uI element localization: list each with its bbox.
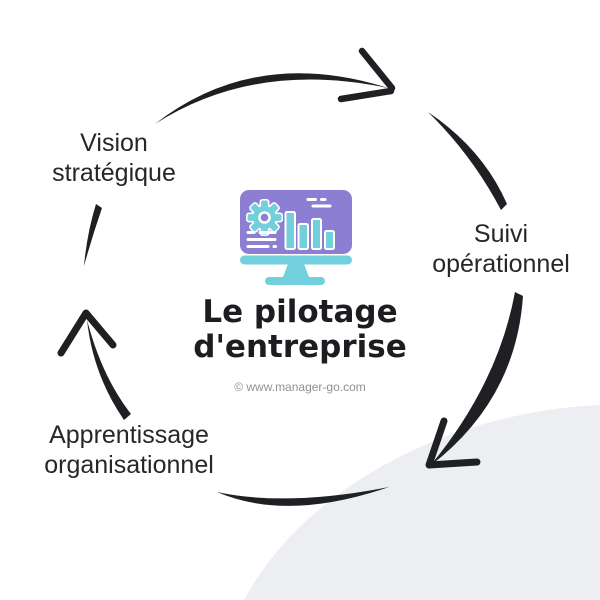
cycle-arc-bottom (217, 487, 389, 506)
credit-text: © www.manager-go.com (234, 380, 366, 394)
bar-chart-icon (284, 211, 335, 250)
screen-text-lines (246, 231, 277, 248)
cycle-arc-left (87, 320, 131, 420)
gear-icon (246, 199, 283, 236)
node-label-line: Suivi (473, 220, 529, 248)
arrowhead-up-icon (57, 309, 117, 357)
node-label-apprentissage-organisationnel: Apprentissage organisationnel (44, 420, 214, 480)
dashboard-monitor-icon (240, 190, 352, 285)
arrowhead-top-right-icon (337, 47, 396, 103)
diagram-title-line: Le pilotage (202, 294, 398, 330)
node-label-line: organisationnel (44, 451, 214, 479)
cycle-arc-right-lower (430, 292, 523, 466)
node-label-line: Vision (80, 129, 148, 157)
node-label-line: Apprentissage (49, 421, 209, 449)
cycle-arc-top (155, 73, 388, 124)
cycle-arrows (57, 47, 523, 506)
node-label-vision-strategique: Vision stratégique (52, 128, 176, 188)
node-label-line: stratégique (52, 159, 176, 187)
arrowhead-bottom-icon (425, 417, 481, 469)
monitor-stand-base (265, 277, 325, 285)
screen-dash-marks (306, 198, 332, 208)
node-label-suivi-operationnel: Suivi opérationnel (432, 219, 570, 279)
diagram-title: Le pilotage d'entreprise (193, 295, 407, 365)
monitor-bezel (240, 255, 352, 265)
background-blob (218, 404, 600, 600)
cycle-arc-left-upper (84, 204, 102, 266)
cycle-arc-right-upper (428, 112, 507, 210)
monitor-stand-neck (283, 264, 309, 277)
diagram-title-line: d'entreprise (193, 329, 407, 365)
node-label-line: opérationnel (432, 250, 570, 278)
